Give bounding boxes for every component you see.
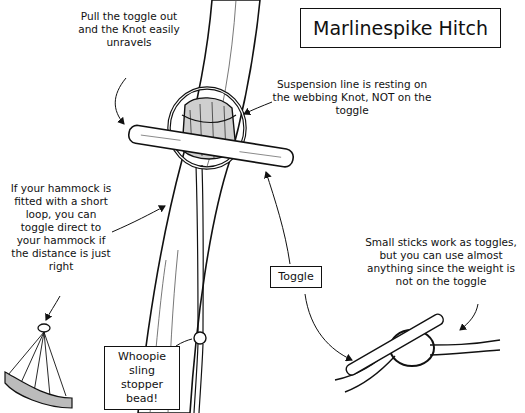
label-box: Whoopie sling stopper bead! bbox=[104, 346, 180, 410]
box-text: Whoopie sling stopper bead! bbox=[111, 350, 173, 406]
small-knot-sketch bbox=[335, 312, 500, 392]
suspension-line bbox=[194, 165, 203, 413]
leader-suspension bbox=[244, 102, 272, 114]
leader-sticks bbox=[460, 304, 478, 330]
hammock-sketch bbox=[5, 324, 72, 408]
callout-note: Small sticks work as toggles, but you ca… bbox=[362, 236, 520, 288]
label-box: Toggle bbox=[270, 266, 322, 288]
callout-note: If your hammock is fitted with a short l… bbox=[8, 182, 114, 273]
leader-bead bbox=[176, 339, 192, 346]
title-box: Marlinespike Hitch bbox=[300, 8, 501, 48]
stopper-bead bbox=[194, 332, 206, 344]
leader-toggle-small bbox=[305, 294, 352, 360]
leader-pull bbox=[115, 78, 126, 124]
leader-hammock-loop bbox=[46, 296, 60, 320]
callout-note: Pull the toggle out and the Knot easily … bbox=[70, 10, 188, 49]
box-text: Toggle bbox=[277, 270, 315, 284]
leader-toggle-big bbox=[266, 172, 290, 264]
callout-note: Suspension line is resting on the webbin… bbox=[272, 78, 432, 117]
leader-hammock bbox=[112, 206, 165, 232]
toggle-stick bbox=[128, 124, 295, 168]
